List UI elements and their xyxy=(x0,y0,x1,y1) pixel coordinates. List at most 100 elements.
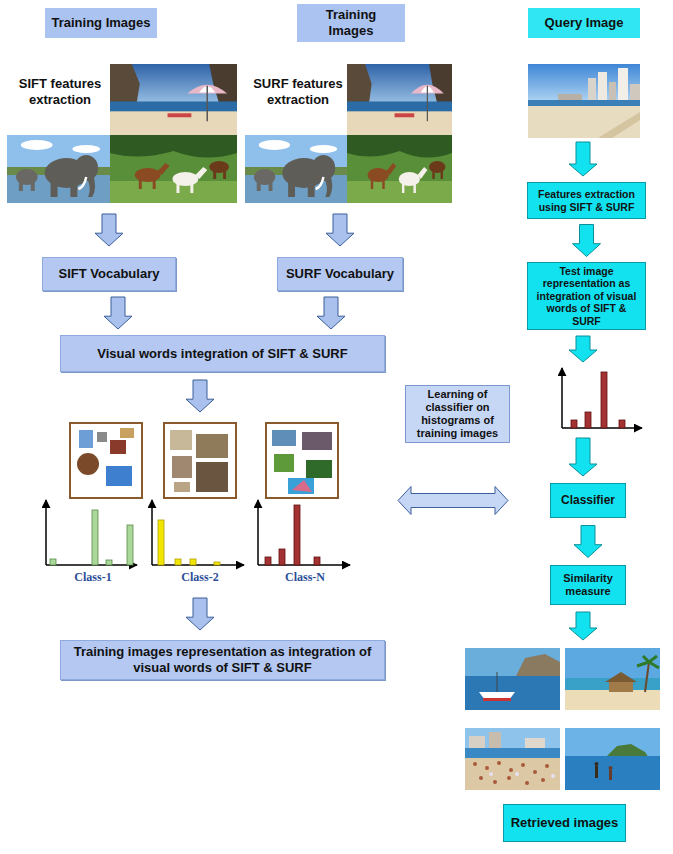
block-arrow xyxy=(186,598,214,630)
class-image-frame xyxy=(70,423,142,498)
class-image-frame xyxy=(77,453,99,475)
histogram xyxy=(151,500,153,565)
header-box: Training Images xyxy=(297,4,405,42)
flow-arrow xyxy=(569,438,597,476)
histogram xyxy=(279,549,285,565)
histogram xyxy=(314,557,320,565)
query-histogram xyxy=(601,372,607,428)
query-histogram xyxy=(571,420,577,428)
block-arrow xyxy=(95,214,123,246)
node-label: Retrieved images xyxy=(511,815,619,831)
process-box: Features extraction using SIFT & SURF xyxy=(527,182,646,219)
class-image-frame xyxy=(172,456,192,478)
query-photo xyxy=(528,64,640,138)
class-image-frame xyxy=(106,466,132,486)
query-histogram xyxy=(561,368,563,428)
training-photo-panel-sift xyxy=(110,135,237,203)
process-box: Similarity measure xyxy=(550,565,626,605)
flow-arrow xyxy=(569,612,597,640)
class-image-frame xyxy=(196,462,228,492)
histogram xyxy=(50,559,56,565)
process-box: Training images representation as integr… xyxy=(60,640,385,680)
block-arrow xyxy=(186,380,214,412)
class-image-frame xyxy=(266,423,338,498)
class-image-frame xyxy=(164,423,236,498)
histogram xyxy=(92,510,98,565)
class-image-frame xyxy=(302,432,332,450)
training-photo-panel-sift xyxy=(7,64,110,135)
histogram xyxy=(152,564,244,566)
node-label: Training Images xyxy=(52,15,151,31)
histogram xyxy=(265,557,271,565)
flow-arrow xyxy=(569,142,597,176)
histogram xyxy=(190,559,196,565)
class-image-frame xyxy=(97,432,107,442)
block-arrow xyxy=(104,297,132,329)
histogram xyxy=(258,500,350,565)
block-arrow xyxy=(574,526,602,558)
process-box: SIFT Vocabulary xyxy=(42,257,176,291)
histogram xyxy=(46,500,137,565)
node-label: Training Images xyxy=(302,7,400,38)
histogram xyxy=(214,562,220,565)
training-photo-panel-surf xyxy=(347,135,452,203)
class-image-frame xyxy=(292,480,312,492)
class-image-frame xyxy=(120,428,134,438)
histogram xyxy=(258,564,350,566)
class-image-frame xyxy=(306,460,332,478)
histogram xyxy=(45,500,47,565)
node-label: Similarity measure xyxy=(556,572,620,598)
node-label: Class-1 xyxy=(74,570,111,584)
histogram xyxy=(152,500,244,565)
retrieved-photos xyxy=(465,728,560,790)
header-box: Training Images xyxy=(45,8,157,38)
process-box: Visual words integration of SIFT & SURF xyxy=(60,335,385,372)
class-image-frame xyxy=(272,430,296,446)
query-histogram xyxy=(571,372,625,428)
training-photo-panel-sift xyxy=(110,64,237,135)
query-histogram xyxy=(619,420,625,428)
query-histogram xyxy=(562,368,642,428)
node-label: Classifier xyxy=(561,493,615,507)
process-box: SURF Vocabulary xyxy=(277,257,403,291)
block-arrow xyxy=(573,225,601,257)
histogram xyxy=(106,560,112,565)
histogram xyxy=(175,559,181,565)
training-photo-panel-sift xyxy=(7,135,110,203)
retrieved-photos xyxy=(465,648,560,710)
class-image-frame xyxy=(266,423,338,498)
retrieved-photos xyxy=(565,728,660,790)
node-label: Class-2 xyxy=(181,570,218,584)
training-photo-panel-surf xyxy=(245,135,347,203)
node-label: Test image representation as integration… xyxy=(533,265,640,328)
node-label: SURF features extraction xyxy=(253,76,343,109)
image-panel: SURF features extraction xyxy=(245,64,452,203)
class-image-frame xyxy=(174,482,190,492)
flow-arrow xyxy=(569,336,597,362)
block-arrow xyxy=(317,297,345,329)
process-box: Test image representation as integration… xyxy=(527,262,646,330)
query-photo xyxy=(528,64,640,138)
node-label: SURF Vocabulary xyxy=(286,266,394,282)
node-label: SIFT Vocabulary xyxy=(59,266,160,282)
class-group: Class-N xyxy=(254,420,356,588)
node-label: Training images representation as integr… xyxy=(66,644,379,675)
class-image-frame xyxy=(288,478,314,494)
class-group: Class-1 xyxy=(38,420,148,588)
node-label: Visual words integration of SIFT & SURF xyxy=(97,346,347,362)
node-label: Query Image xyxy=(545,15,624,31)
histogram xyxy=(46,564,137,566)
note-box: Learning of classifier on histograms of … xyxy=(405,385,510,443)
histogram xyxy=(257,500,259,565)
process-box: Classifier xyxy=(550,483,626,518)
training-photo-panel-surf xyxy=(347,64,452,135)
histogram xyxy=(265,505,320,565)
class-group: Class-2 xyxy=(150,420,250,588)
process-box: Retrieved images xyxy=(503,804,626,842)
class-image-frame xyxy=(164,423,236,498)
histogram xyxy=(294,505,300,565)
block-arrow xyxy=(398,487,508,515)
header-box: Query Image xyxy=(528,8,640,38)
